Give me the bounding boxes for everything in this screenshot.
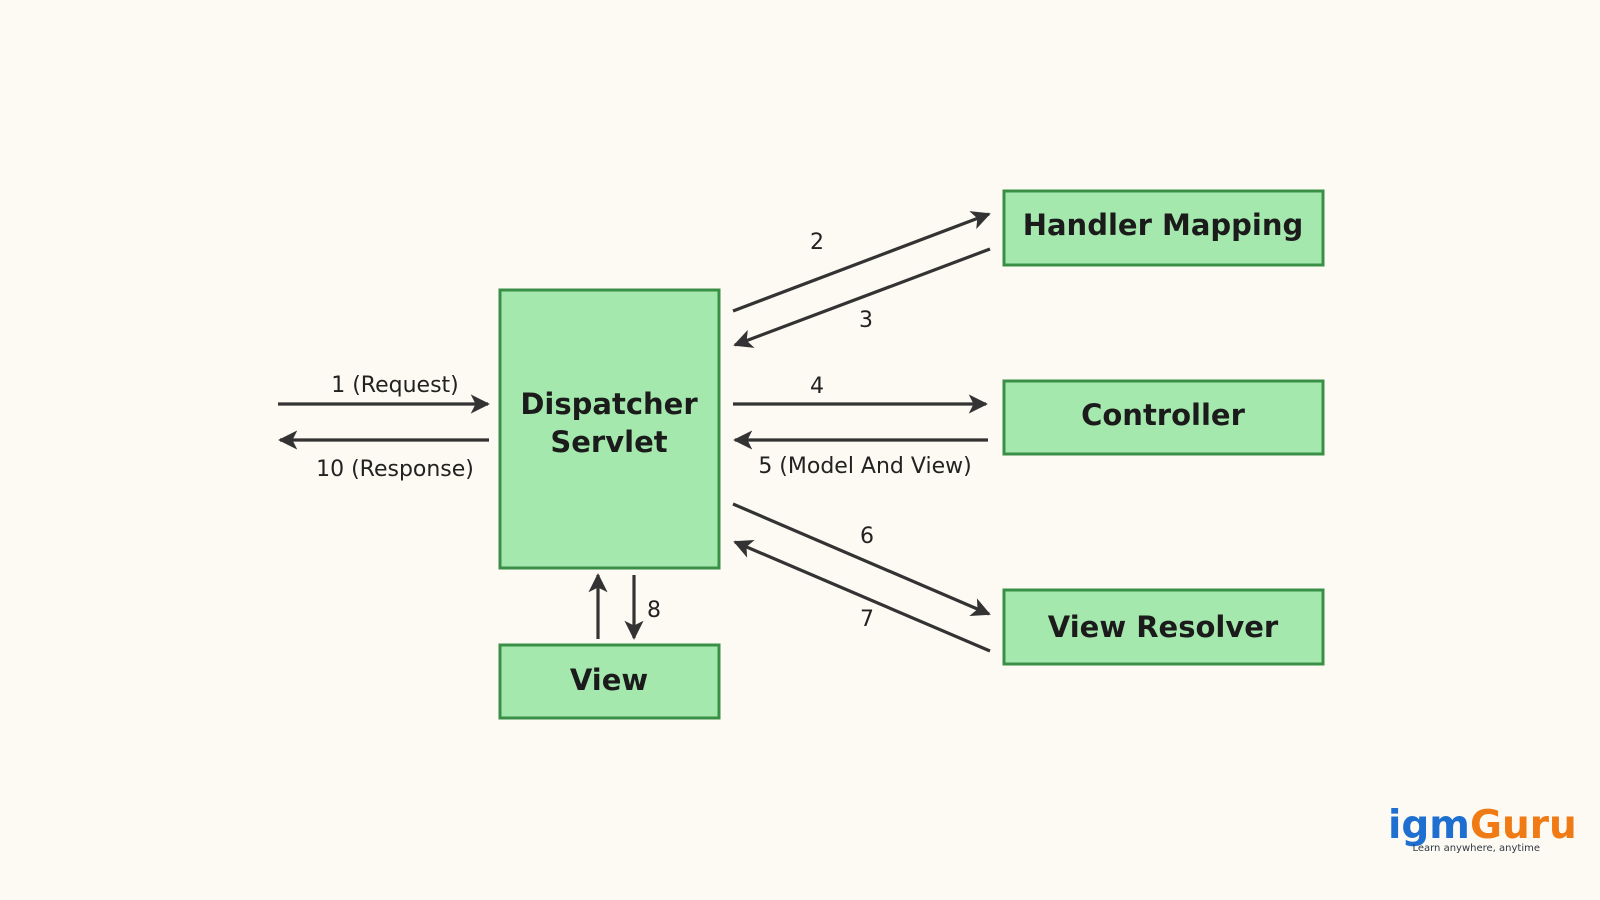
step-6-label: 6 [860,524,874,549]
handler-mapping-label: Handler Mapping [1023,208,1304,242]
view-resolver-label: View Resolver [1048,610,1279,644]
logo-tagline: Learn anywhere, anytime [1412,843,1540,854]
dispatcher-servlet-label-line2: Servlet [550,425,667,459]
view-label: View [570,663,648,697]
igmguru-logo: igmGuru Learn anywhere, anytime [1388,803,1577,854]
arrow-3-from-handler-mapping [733,247,991,348]
dispatcher-servlet-node: Dispatcher Servlet [498,288,721,570]
logo-part-guru: Guru [1470,803,1577,848]
arrow-7-from-view-resolver [733,539,991,653]
controller-label: Controller [1081,398,1245,432]
handler-mapping-node: Handler Mapping [1002,189,1325,267]
logo-part-igm: igm [1388,803,1470,848]
step-2-label: 2 [810,230,824,255]
view-node: View [498,643,721,720]
step-3-label: 3 [859,308,873,333]
step-7-label: 7 [860,607,874,632]
view-resolver-node: View Resolver [1002,588,1325,666]
response-label: 10 (Response) [316,457,474,482]
arrow-2-to-handler-mapping [732,211,991,313]
controller-node: Controller [1002,379,1325,456]
step-5-label: 5 (Model And View) [758,454,971,479]
step-8-label: 8 [647,598,661,623]
dispatcher-servlet-label-line1: Dispatcher [520,387,698,421]
svg-text:igmGuru: igmGuru [1388,803,1577,848]
arrow-6-to-view-resolver [732,502,991,616]
step-4-label: 4 [810,374,824,399]
request-label: 1 (Request) [331,373,459,398]
